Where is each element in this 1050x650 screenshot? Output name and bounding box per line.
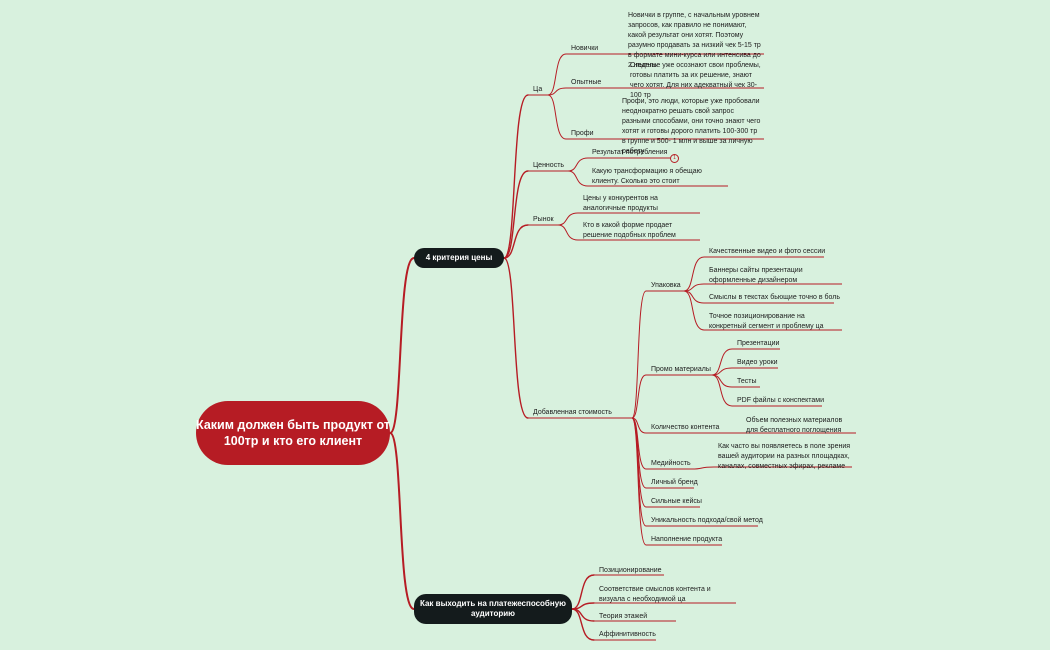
node-opytnye-desc[interactable]: Опытные уже осознают свои проблемы, гото… (630, 62, 761, 99)
connector-b2-1 (571, 602, 595, 610)
branch-solvent-audience[interactable]: Как выходить на платежеспособную аудитор… (414, 594, 572, 624)
node-b2-item-1[interactable]: Позиционирование (599, 567, 662, 574)
connector (711, 374, 733, 407)
node-media-desc[interactable]: Как часто вы появляетесь в поле зрения в… (718, 443, 851, 470)
branch-price-criteria[interactable]: 4 критерия цены (414, 248, 504, 268)
connector-b1-3 (503, 257, 529, 419)
node-upakovka[interactable]: Упаковка (651, 282, 681, 289)
node-b2-item-3[interactable]: Теория этажей (599, 613, 648, 620)
connector (557, 212, 579, 226)
connector (691, 466, 715, 470)
connector-added-1 (631, 374, 647, 419)
node-promo-item-4[interactable]: PDF файлы с конспектами (737, 397, 824, 404)
node-upakovka-item-4[interactable]: Точное позиционирование на конкретный се… (709, 313, 824, 330)
node-rynok-item-1[interactable]: Цены у конкурентов на аналогичные продук… (583, 195, 658, 212)
node-rynok[interactable]: Рынок (533, 216, 554, 223)
connector-b1-1 (503, 170, 529, 259)
node-upakovka-item-2[interactable]: Баннеры сайты презентации оформленные ди… (709, 267, 803, 284)
node-profi-desc[interactable]: Профи, это люди, которые уже пробовали н… (622, 98, 761, 155)
node-promo-item-1[interactable]: Презентации (737, 340, 780, 347)
root-topic-label: Каким должен быть продукт от 100тр и кто… (196, 418, 390, 448)
count-badge[interactable]: 1 (670, 154, 679, 163)
node-fill[interactable]: Наполнение продукта (651, 536, 723, 543)
node-b2-item-2[interactable]: Соответствие смыслов контента и визуала … (599, 586, 711, 603)
node-upakovka-item-1[interactable]: Качественные видео и фото сессии (709, 248, 826, 255)
node-cennost-item-1[interactable]: Результат потребления (592, 149, 668, 156)
node-novichki[interactable]: Новички (571, 45, 599, 52)
connector-added-0 (631, 290, 647, 419)
node-cases[interactable]: Сильные кейсы (651, 498, 702, 505)
connector (557, 224, 579, 241)
node-upakovka-item-3[interactable]: Смыслы в текстах бьющие точно в боль (709, 294, 841, 301)
node-novichki-desc[interactable]: Новички в группе, с начальным уровнем за… (628, 12, 761, 69)
node-opytnye[interactable]: Опытные (571, 79, 602, 86)
connector-added-7 (631, 417, 647, 546)
root-topic[interactable]: Каким должен быть продукт от 100тр и кто… (196, 401, 390, 465)
connector-ca-2 (547, 94, 567, 140)
node-added-value[interactable]: Добавленная стоимость (533, 409, 612, 416)
node-unique[interactable]: Уникальность подхода/свой метод (651, 517, 763, 524)
connector-b1-0 (503, 94, 529, 259)
connector-b1-2 (503, 224, 529, 259)
node-promo-item-2[interactable]: Видео уроки (737, 359, 778, 366)
node-b2-item-4[interactable]: Аффинитивность (599, 631, 656, 638)
node-profi[interactable]: Профи (571, 130, 594, 137)
connector-ca-0 (547, 53, 567, 96)
connector-root-b2 (389, 432, 415, 610)
connector-root-b1 (389, 257, 415, 434)
node-kolvo[interactable]: Количество контента (651, 424, 720, 431)
connector (711, 348, 733, 376)
connector-ca-1 (547, 87, 567, 96)
connector-b2-0 (571, 574, 595, 610)
branch-solvent-audience-label: Как выходить на платежеспособную аудитор… (420, 599, 566, 618)
connector (567, 157, 589, 172)
connector (711, 374, 733, 388)
node-rynok-item-2[interactable]: Кто в какой форме продает решение подобн… (583, 222, 676, 239)
node-cennost[interactable]: Ценность (533, 162, 565, 169)
connector (683, 256, 705, 292)
connector-b2-3 (571, 608, 595, 641)
node-ca[interactable]: Ца (533, 86, 543, 93)
node-brand[interactable]: Личный бренд (651, 479, 698, 486)
node-promo-item-3[interactable]: Тесты (737, 378, 757, 385)
node-cennost-item-2[interactable]: Какую трансформацию я обещаю клиенту. Ск… (592, 168, 702, 185)
connector (683, 290, 705, 331)
connector (567, 170, 589, 187)
node-media[interactable]: Медийность (651, 460, 691, 467)
node-kolvo-desc[interactable]: Объем полезных материалов для бесплатног… (746, 417, 843, 434)
branch-price-criteria-label: 4 критерия цены (425, 253, 493, 262)
node-promo[interactable]: Промо материалы (651, 366, 711, 373)
